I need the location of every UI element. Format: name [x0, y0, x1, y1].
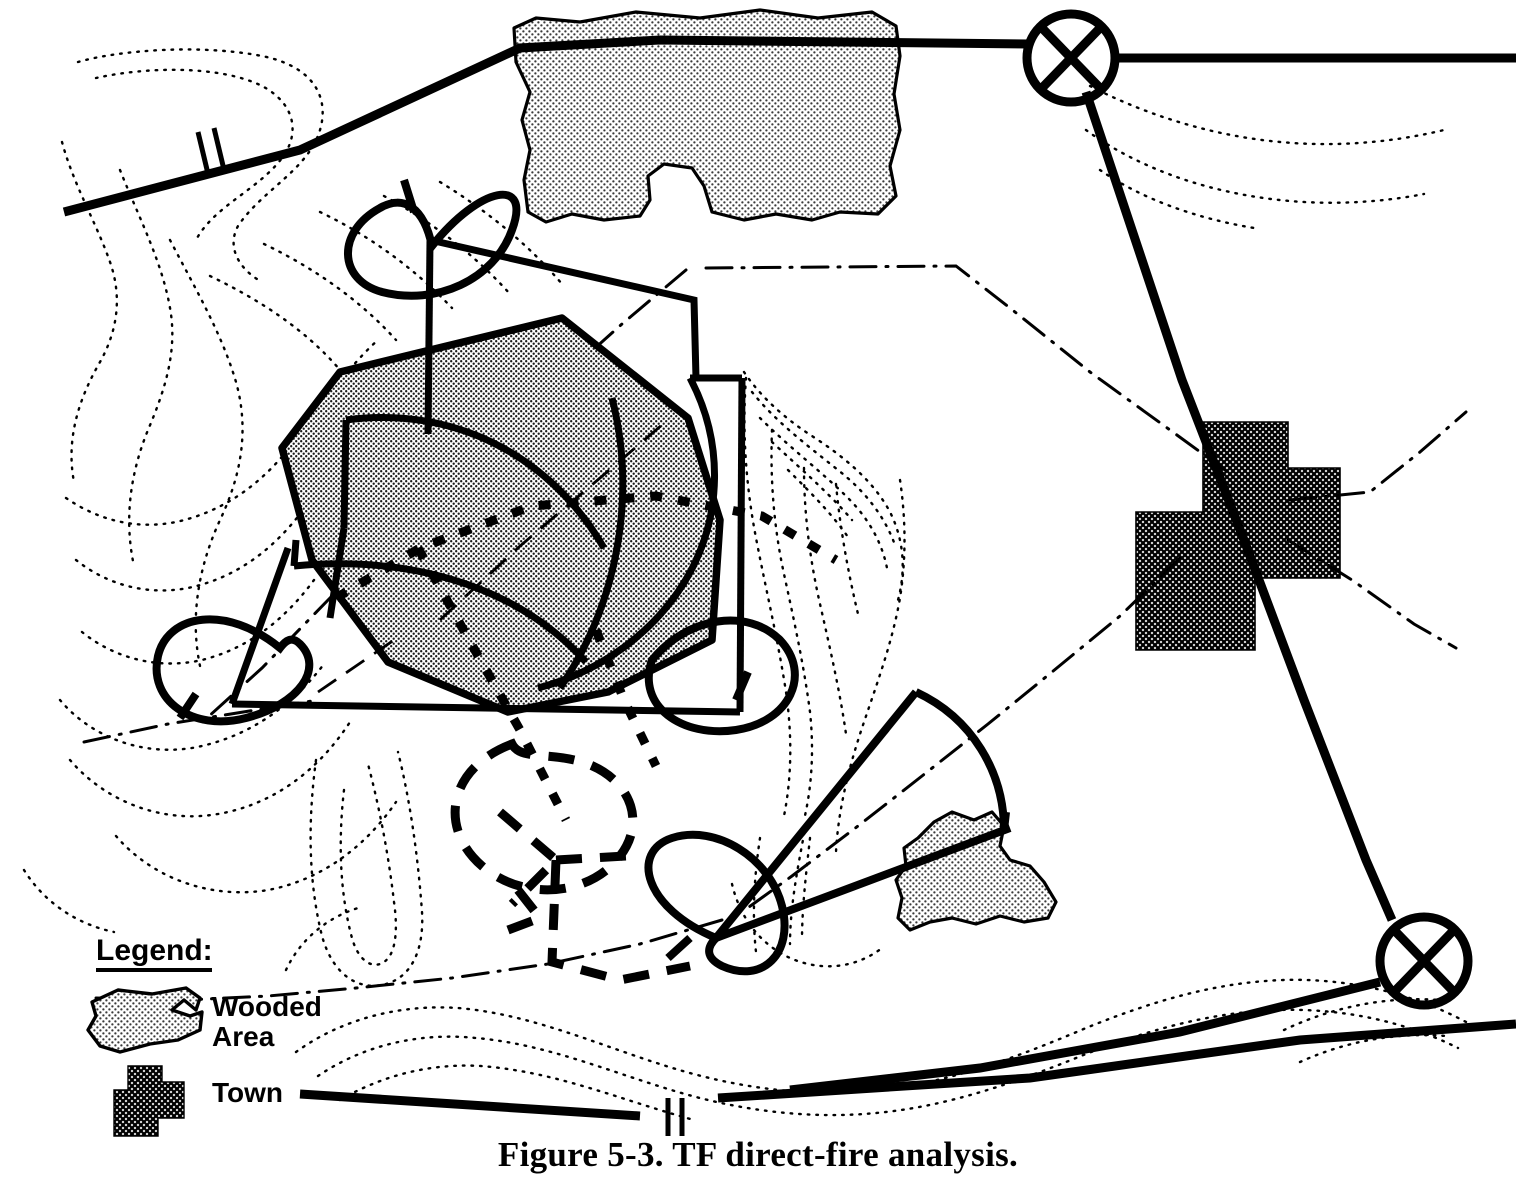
road-junctions	[1022, 9, 1473, 1010]
roads	[62, 35, 1516, 1136]
figure-caption: Figure 5-3. TF direct-fire analysis.	[498, 1135, 1018, 1174]
sector-of-fire-inner	[345, 414, 608, 550]
sector-of-fire-east	[537, 376, 718, 692]
battle-position-west	[152, 615, 314, 726]
legend-title: Legend:	[96, 934, 213, 967]
southern-road	[299, 1089, 641, 1121]
town-swatch	[113, 1065, 185, 1137]
legend-label-wooded-line1: Wooded	[212, 991, 322, 1022]
legend-label-town: Town	[212, 1077, 283, 1108]
legend-label-wooded-line2: Area	[212, 1021, 275, 1052]
road-junction-north	[1022, 9, 1120, 107]
bridge-symbol-north	[195, 127, 228, 179]
legend: Legend: Wooded Area Town	[86, 934, 322, 1137]
enemy-avenue-of-approach	[450, 738, 691, 985]
task-force-sector-box	[228, 236, 746, 716]
north-south-road	[1081, 90, 1397, 922]
sector-limit-lines	[317, 416, 671, 694]
wooded-area-north	[512, 8, 902, 224]
bridge-symbol-south	[665, 1098, 685, 1136]
phase-line-dotted	[333, 491, 839, 823]
battle-positions	[152, 178, 799, 976]
sector-of-fire-southeast	[712, 688, 1012, 942]
sector-of-fire-north	[557, 397, 627, 690]
sectors-of-fire	[290, 374, 742, 692]
southern-road-east	[717, 1019, 1516, 1103]
terrain-contours	[22, 48, 1468, 1122]
battle-position-north	[344, 178, 521, 300]
northern-road	[62, 35, 1031, 217]
battle-position-south	[644, 830, 789, 976]
wooded-areas	[512, 8, 1058, 932]
battle-position-east	[644, 616, 799, 736]
task-force-boundary	[82, 264, 1468, 1002]
southeast-road-west	[789, 977, 1382, 1095]
wooded-area-swatch	[86, 986, 204, 1054]
road-junction-southeast	[1375, 912, 1473, 1010]
